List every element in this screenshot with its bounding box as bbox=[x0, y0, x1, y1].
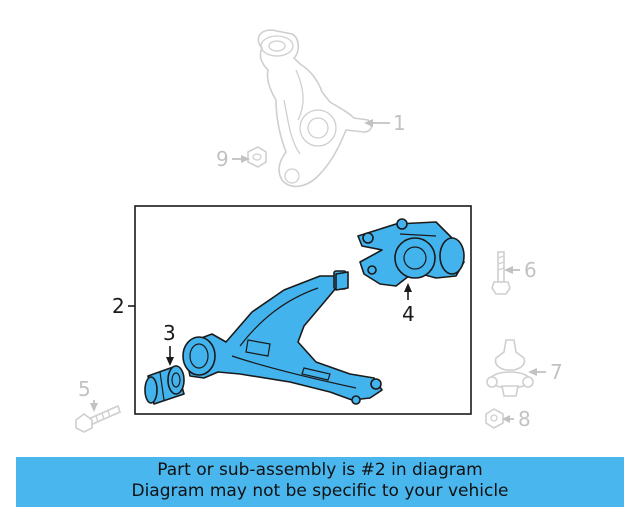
bolt-part-5[interactable] bbox=[75, 404, 121, 433]
callout-9[interactable]: 9 bbox=[216, 147, 229, 171]
steering-knuckle-part[interactable] bbox=[257, 29, 373, 188]
callout-7[interactable]: 7 bbox=[550, 360, 563, 384]
callout-5[interactable]: 5 bbox=[78, 377, 91, 401]
assembly-box bbox=[134, 205, 472, 415]
nut-part-9[interactable] bbox=[247, 146, 267, 168]
bushing-part-3[interactable] bbox=[144, 365, 185, 405]
bracket-bushing-part-4[interactable] bbox=[357, 218, 465, 287]
callout-2[interactable]: 2 bbox=[112, 294, 125, 318]
callout-6[interactable]: 6 bbox=[524, 258, 537, 282]
callout-8[interactable]: 8 bbox=[518, 407, 531, 431]
leader-lines bbox=[90, 119, 546, 423]
nut-part-8[interactable] bbox=[485, 408, 504, 429]
ball-joint-part-7[interactable] bbox=[486, 339, 534, 397]
banner-line-2: Diagram may not be specific to your vehi… bbox=[131, 481, 509, 501]
callout-1[interactable]: 1 bbox=[393, 111, 406, 135]
banner-line-1: Part or sub-assembly is #2 in diagram bbox=[157, 460, 483, 480]
callout-4[interactable]: 4 bbox=[402, 302, 415, 326]
lower-control-arm-part[interactable] bbox=[182, 270, 383, 405]
info-banner: Part or sub-assembly is #2 in diagram Di… bbox=[16, 457, 624, 507]
parts-diagram: 1 2 3 4 5 6 7 8 9 bbox=[75, 29, 563, 433]
callout-3[interactable]: 3 bbox=[163, 321, 176, 345]
bolt-part-6[interactable] bbox=[491, 251, 511, 295]
